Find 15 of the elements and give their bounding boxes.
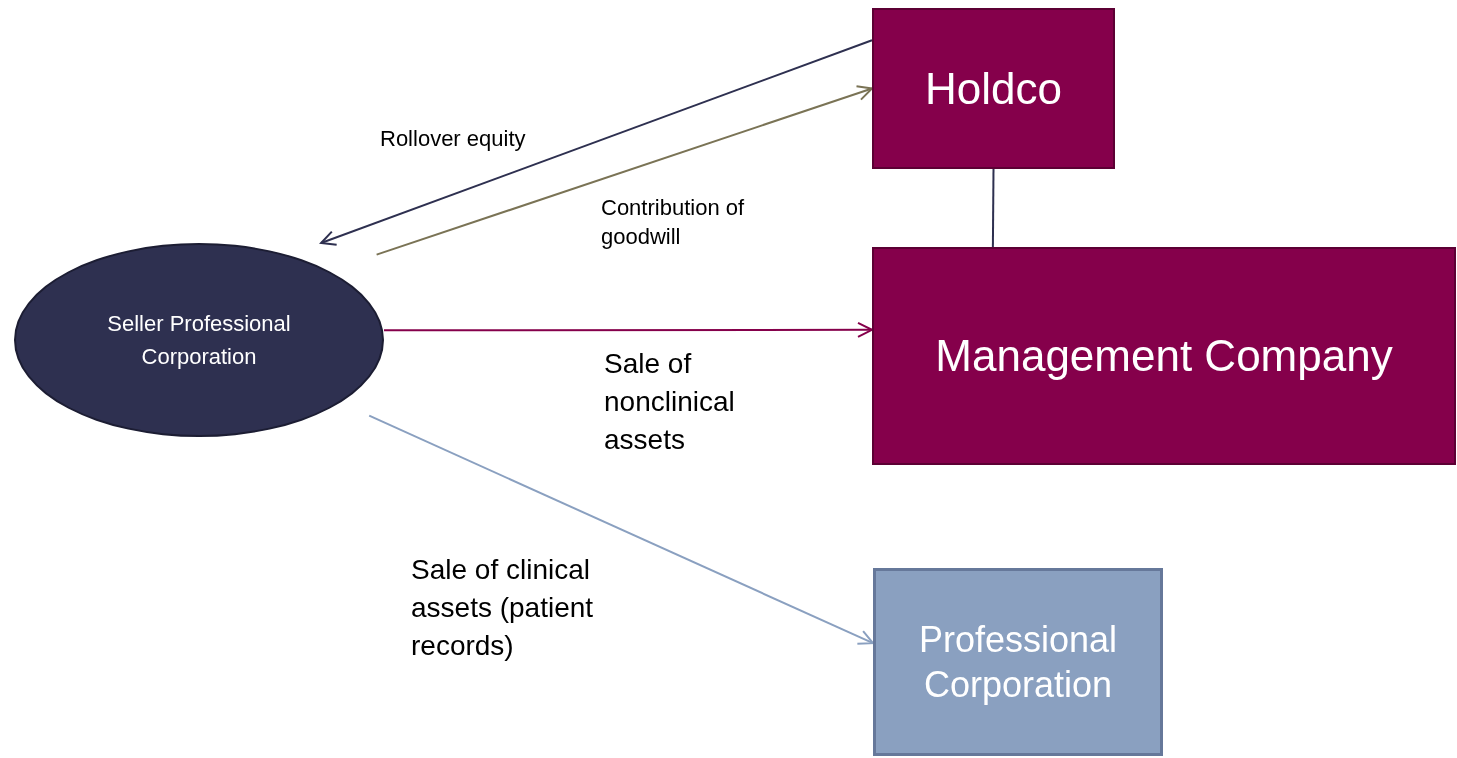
entity-box: [872, 247, 1456, 465]
edge-label: Rollover equity: [380, 125, 527, 153]
arrow: [375, 85, 873, 256]
entity-box: [873, 568, 1163, 756]
arrow: [368, 414, 874, 645]
node-label: Holdco: [925, 62, 1062, 115]
edge-label: Sale of clinical assets (patient records): [411, 553, 595, 663]
node-label: Professional Corporation: [917, 618, 1119, 707]
edge-label: Sale of nonclinical assets: [604, 347, 736, 457]
node-label: Seller Professional Corporation: [106, 310, 292, 371]
arrow: [383, 321, 873, 338]
arrow: [320, 39, 873, 246]
edge-label: Contribution of goodwill: [601, 194, 746, 251]
node-label: Management Company: [935, 330, 1393, 382]
entity-box: [872, 8, 1115, 169]
